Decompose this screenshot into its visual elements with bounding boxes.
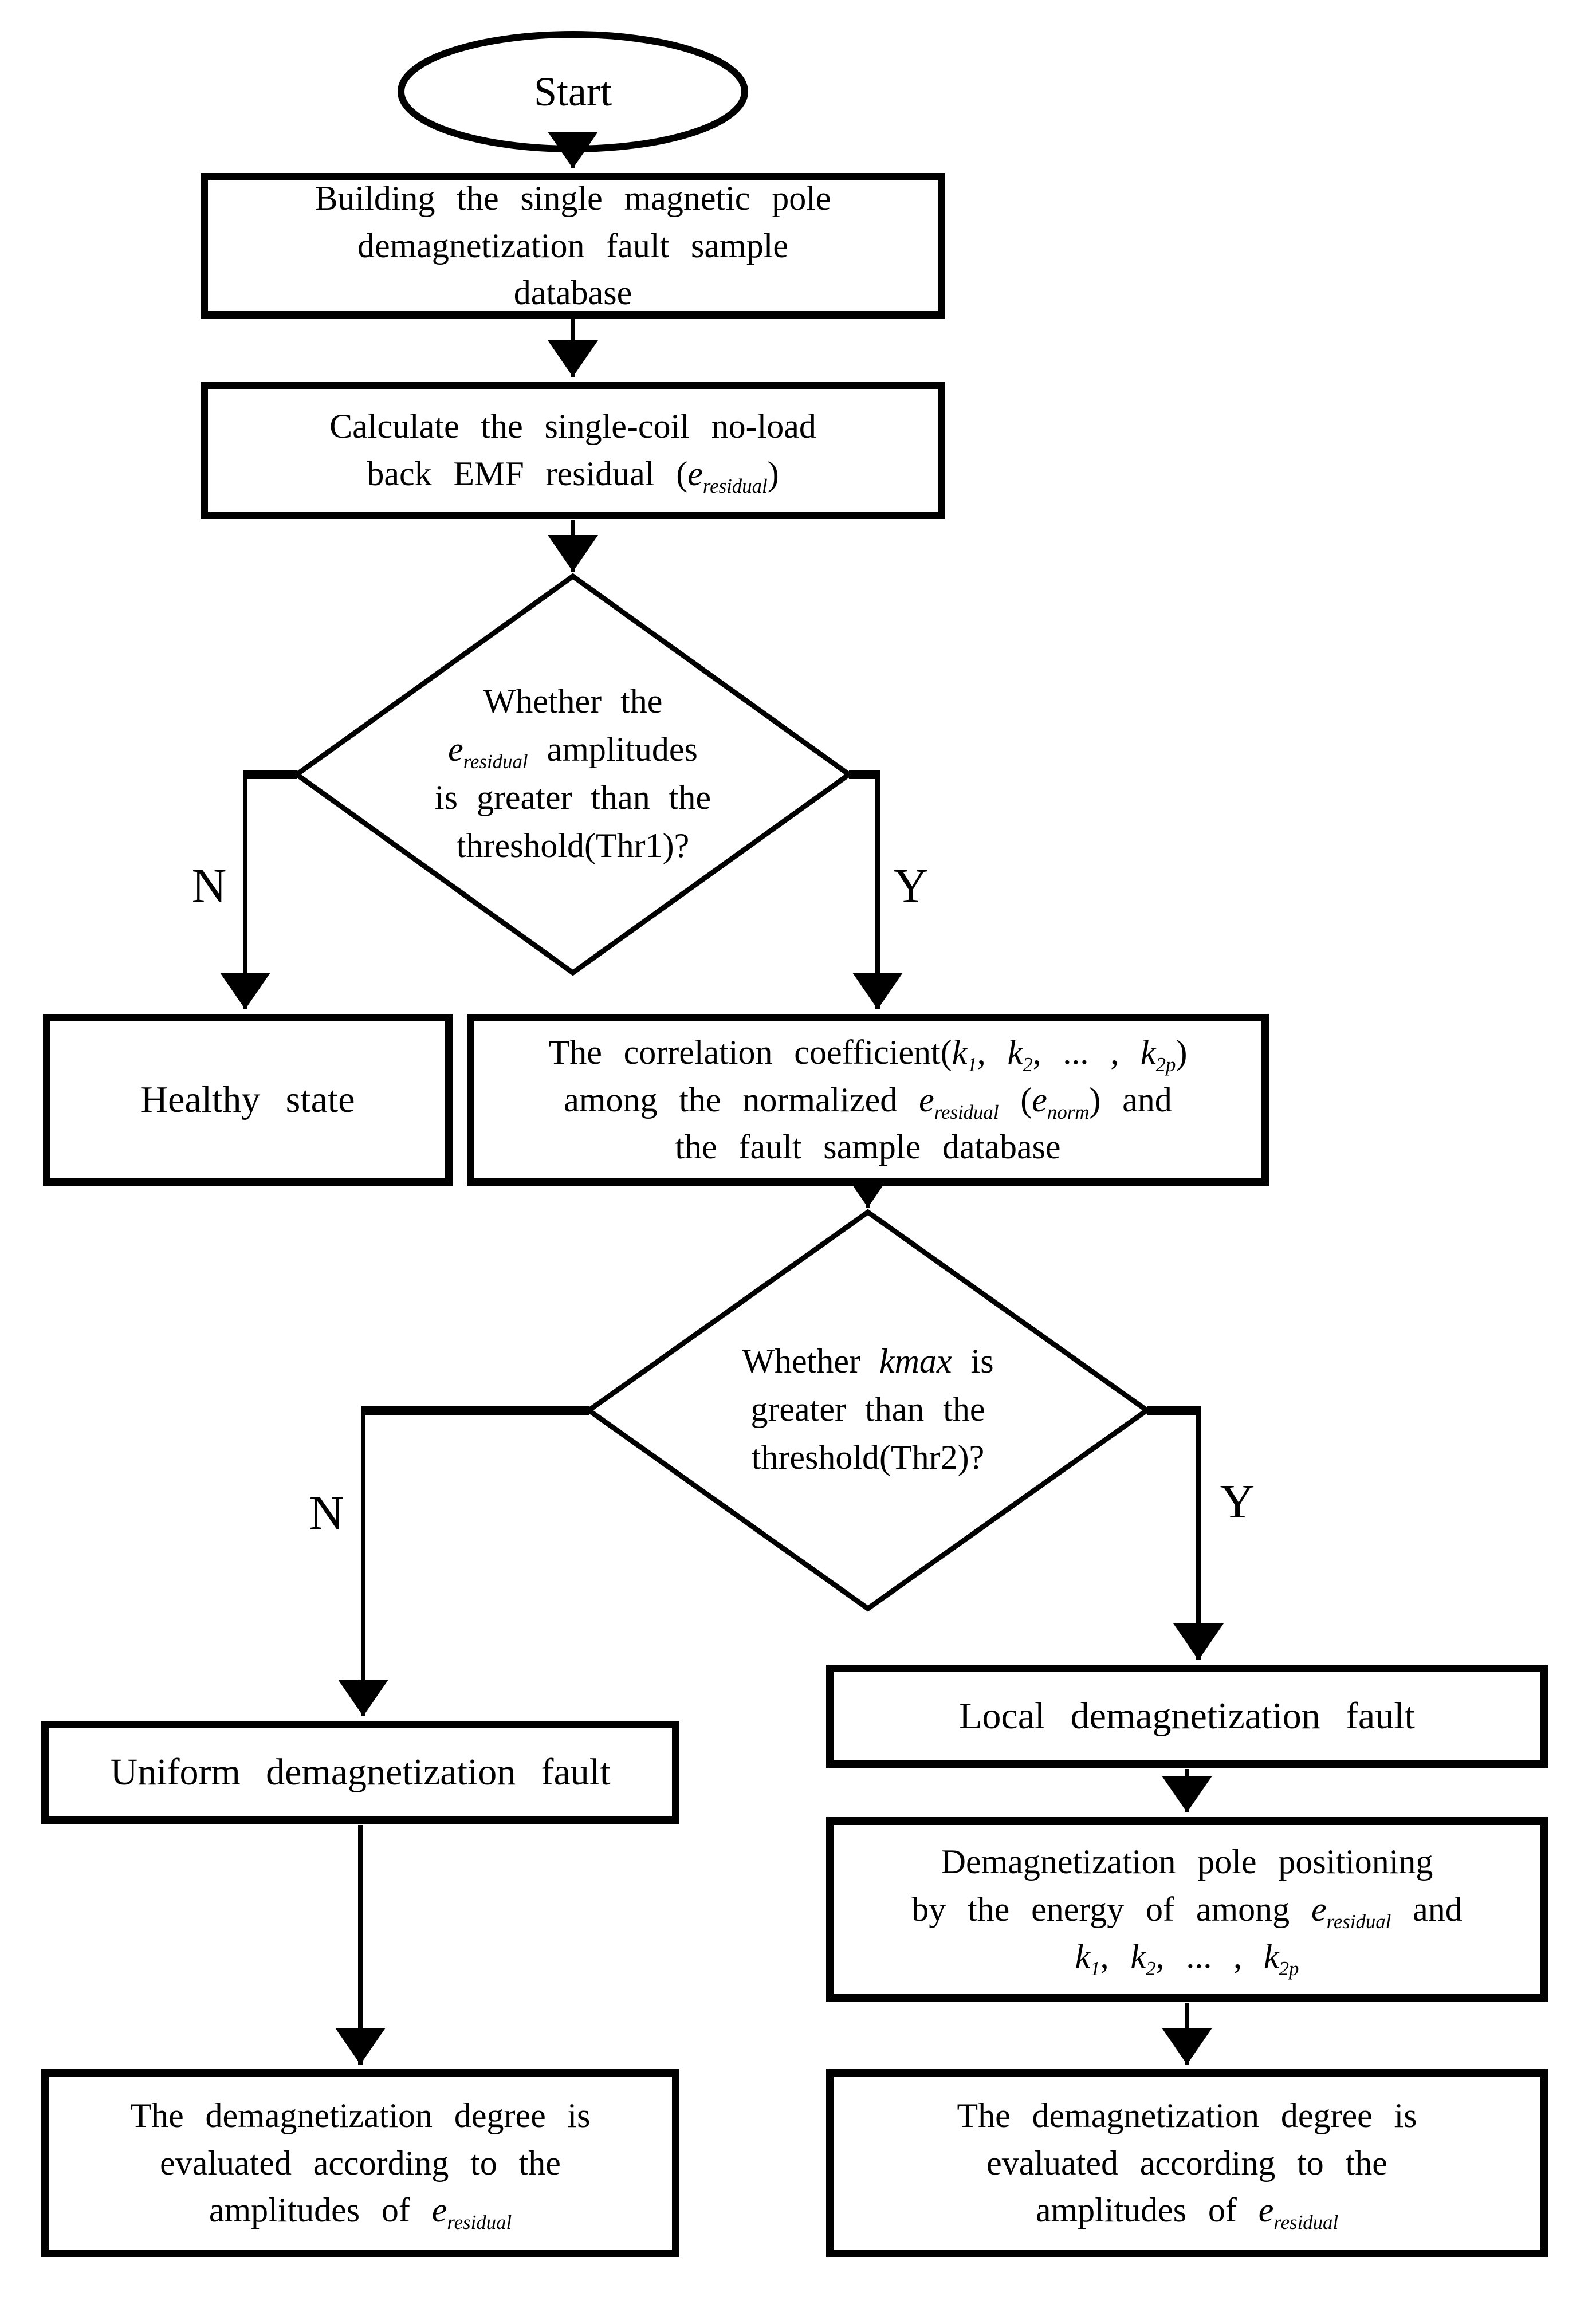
process-box-local-demagnetization-fault: Local demagnetization fault [826,1665,1548,1768]
process-box-correlation-coefficient: The correlation coefficient(k1, k2, ... … [467,1014,1269,1186]
branch-label-thr2-yes: Y [1220,1475,1255,1528]
branch-label-thr1-no: N [191,859,227,913]
thr1-decision-diamond-shape [292,573,854,976]
thr2-decision-diamond-shape [584,1209,1151,1612]
branch-label-thr2-no: N [309,1487,344,1540]
branch-label-thr1-yes: Y [893,859,929,913]
start-node-label: Start [534,68,612,115]
process-box-uniform-demagnetization-fault: Uniform demagnetization fault [41,1721,679,1824]
process-box-healthy-state: Healthy state [43,1014,453,1186]
